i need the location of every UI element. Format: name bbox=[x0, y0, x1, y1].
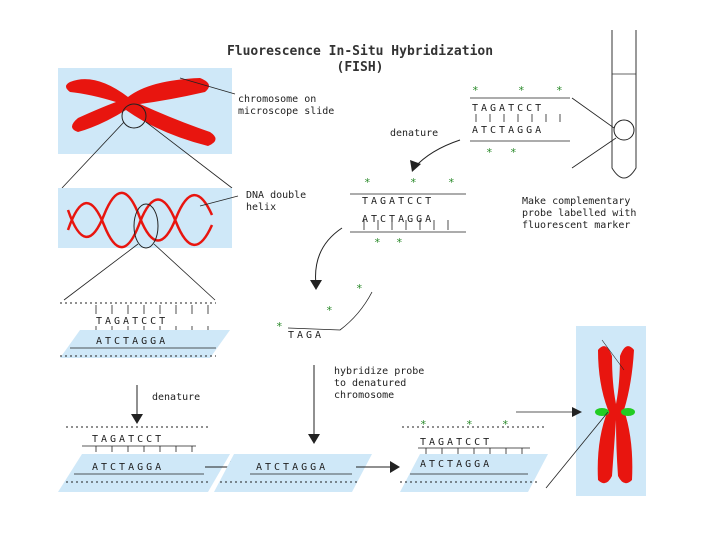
seq-slide-top: TAGATCCT bbox=[96, 316, 169, 327]
title-line2: (FISH) bbox=[336, 60, 384, 75]
title-line1: Fluorescence In-Situ Hybridization bbox=[226, 44, 494, 59]
seq-probe-top: TAGATCCT bbox=[472, 103, 545, 114]
zoom-circle-2 bbox=[133, 203, 159, 249]
slide-helix bbox=[58, 188, 232, 248]
fluorescent-star-icon: * bbox=[420, 418, 427, 431]
zoom-circle-tube bbox=[613, 119, 635, 141]
test-tube-icon bbox=[611, 30, 637, 179]
fluorescent-star-icon: * bbox=[502, 418, 509, 431]
chromosome-x bbox=[66, 78, 216, 146]
fluorescent-star-icon: * bbox=[510, 146, 517, 159]
fluorescent-star-icon: * bbox=[396, 236, 403, 249]
seq-hybrid-top: TAGATCCT bbox=[420, 437, 493, 448]
seq-curved-probe: TAGA bbox=[288, 330, 325, 341]
fluorescent-star-icon: * bbox=[486, 146, 493, 159]
fluorescent-star-icon: * bbox=[472, 84, 479, 97]
zoom-circle-1 bbox=[121, 103, 147, 129]
chromosome-hybridized bbox=[597, 346, 634, 484]
fluorescent-star-icon: * bbox=[374, 236, 381, 249]
label-denature-left: denature bbox=[152, 392, 201, 403]
fluorescent-star-icon: * bbox=[466, 418, 473, 431]
fluorescent-star-icon: * bbox=[448, 176, 455, 189]
fluorescent-marker-left bbox=[595, 408, 609, 416]
seq-hybrid-bottom: ATCTAGGA bbox=[420, 459, 493, 470]
seq-denatured-left-top: TAGATCCT bbox=[92, 434, 165, 445]
fluorescent-star-icon: * bbox=[556, 84, 563, 97]
label-chromosome: chromosome on microscope slide bbox=[238, 94, 335, 117]
label-denature-top: denature bbox=[390, 128, 439, 139]
fluorescent-star-icon: * bbox=[364, 176, 371, 189]
label-hybridize: hybridize probe to denatured chromosome bbox=[334, 366, 425, 401]
seq-denatured-left-bottom: ATCTAGGA bbox=[92, 462, 165, 473]
fluorescent-star-icon: * bbox=[356, 282, 363, 295]
fluorescent-star-icon: * bbox=[276, 320, 283, 333]
fluorescent-star-icon: * bbox=[410, 176, 417, 189]
helix-strand-1 bbox=[66, 198, 214, 249]
fluorescent-marker-right bbox=[621, 408, 635, 416]
seq-probe-bottom: ATCTAGGA bbox=[472, 125, 545, 136]
label-make-probe: Make complementary probe labelled with f… bbox=[522, 196, 637, 231]
helix-strand-2 bbox=[66, 191, 214, 242]
fluorescent-star-icon: * bbox=[326, 304, 333, 317]
label-dna-helix: DNA double helix bbox=[246, 190, 307, 213]
seq-denatured-bottom: ATCTAGGA bbox=[362, 214, 435, 225]
seq-denatured-top: TAGATCCT bbox=[362, 196, 435, 207]
seq-denatured-mid-bottom: ATCTAGGA bbox=[256, 462, 329, 473]
seq-slide-bottom: ATCTAGGA bbox=[96, 336, 169, 347]
fluorescent-star-icon: * bbox=[518, 84, 525, 97]
